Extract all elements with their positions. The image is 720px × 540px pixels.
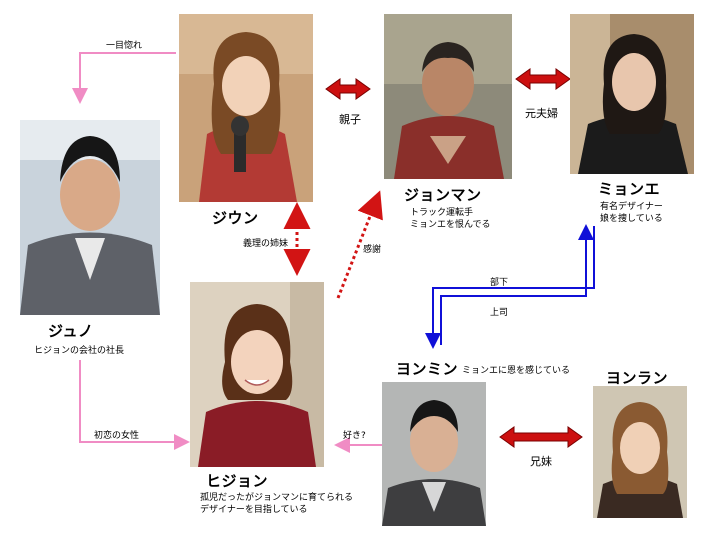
name-yonran: ヨンラン [606,369,669,387]
portrait-myonae [570,14,694,174]
label-hatsukoi: 初恋の女性 [94,431,140,441]
portrait-yonran [593,386,687,518]
desc-hijon-line1: 孤児だったがジョンマンに育てられる [200,493,354,503]
label-giri-shimai: 義理の姉妹 [243,239,289,249]
line-buka [425,226,595,349]
arrow-motofuufu [515,68,571,90]
desc-jonman-line2: ミョンエを恨んでる [410,220,491,230]
portrait-yonmin [382,382,486,526]
label-suki: 好き? [343,431,366,441]
line-hitomebore [72,52,176,104]
desc-jonman-line1: トラック運転手 [410,208,474,218]
desc-juno-line1: ヒジョンの会社の社長 [34,346,125,356]
label-hitomebore: 一目惚れ [106,41,143,51]
arrow-kyoudai [499,426,583,448]
line-kansha [336,190,383,299]
name-myonae: ミョンエ [598,180,661,198]
desc-jonman: トラック運転手 ミョンエを恨んでる [410,207,491,231]
desc-yonmin-line1: ミョンエに恩を感じている [462,366,571,376]
desc-myonae-line1: 有名デザイナー [600,202,663,212]
line-joushi [440,224,594,345]
desc-hijon: 孤児だったがジョンマンに育てられる デザイナーを目指している [200,492,353,516]
label-buka: 部下 [490,278,509,288]
label-kansha: 感謝 [363,245,382,255]
label-motofuufu: 元夫婦 [525,107,558,120]
name-juno: ジュノ [48,322,94,340]
label-oyako: 親子 [339,113,361,126]
label-joushi: 上司 [490,308,509,318]
desc-juno: ヒジョンの会社の社長 [34,345,124,357]
name-yonmin: ヨンミン [396,360,459,378]
name-jiun: ジウン [212,209,259,227]
desc-myonae: 有名デザイナー 娘を捜している [600,201,663,225]
line-hatsukoi [79,360,190,450]
name-hijon: ヒジョン [206,472,269,490]
name-jonman: ジョンマン [404,186,482,204]
desc-yonmin: ミョンエに恩を感じている [462,365,570,377]
portrait-hijon [190,282,324,467]
portrait-jonman [384,14,512,179]
portrait-juno [20,120,160,315]
portrait-jiun [179,14,313,202]
desc-hijon-line2: デザイナーを目指している [200,505,308,515]
desc-myonae-line2: 娘を捜している [600,214,663,224]
arrow-oyako [325,78,371,100]
label-kyoudai: 兄妹 [530,455,552,468]
